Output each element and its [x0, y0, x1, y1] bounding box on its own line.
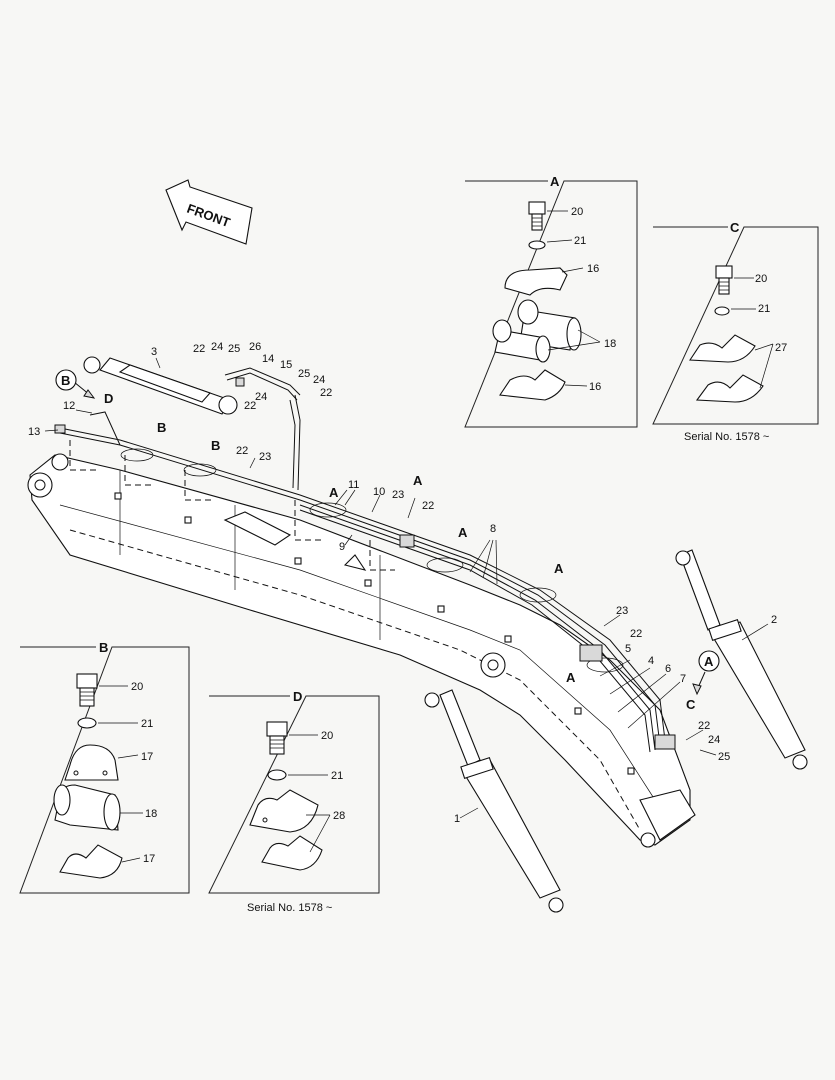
callout-22: 22 — [320, 387, 332, 399]
detail-b-callout-17: 17 — [143, 853, 155, 865]
callout-13: 13 — [28, 426, 40, 438]
detail-a-callout-20: 20 — [571, 206, 583, 218]
detail-d: D 20 21 28 Serial No. 1578 ~ — [208, 689, 380, 914]
detail-c-callout-21: 21 — [758, 303, 770, 315]
detail-d-serial-note: Serial No. 1578 ~ — [247, 902, 332, 914]
view-marker-a: A — [413, 473, 423, 488]
detail-a-callout-16: 16 — [587, 263, 599, 275]
callout-22: 22 — [236, 445, 248, 457]
view-marker-c: C — [686, 697, 696, 712]
detail-d-title: D — [293, 689, 302, 704]
callout-22: 22 — [698, 720, 710, 732]
callout-4: 4 — [648, 655, 654, 667]
detail-c-callout-20: 20 — [755, 273, 767, 285]
detail-d-callout-20: 20 — [321, 730, 333, 742]
callout-22: 22 — [193, 343, 205, 355]
callout-14: 14 — [262, 353, 274, 365]
callout-15: 15 — [280, 359, 292, 371]
detail-a-callout-16: 16 — [589, 381, 601, 393]
callout-22: 22 — [630, 628, 642, 640]
callout-25: 25 — [718, 751, 730, 763]
arm-cylinder — [83, 356, 238, 415]
detail-c-serial-note: Serial No. 1578 ~ — [684, 431, 769, 443]
callout-23: 23 — [259, 451, 271, 463]
view-marker-a-circle: A — [704, 654, 714, 669]
callout-11: 11 — [348, 479, 359, 491]
hydraulic-lines — [54, 394, 676, 753]
detail-a: A 20 21 16 18 16 — [464, 174, 638, 428]
callout-6: 6 — [665, 663, 671, 675]
detail-b-callout-21: 21 — [141, 718, 153, 730]
callout-24: 24 — [211, 341, 223, 353]
callout-7: 7 — [680, 673, 686, 685]
detail-a-callout-18: 18 — [604, 338, 616, 350]
view-marker-b: B — [211, 438, 220, 453]
view-marker-a: A — [566, 670, 576, 685]
callout-12: 12 — [63, 400, 75, 412]
detail-c-title: C — [730, 220, 740, 235]
tube-assembly — [224, 367, 301, 401]
detail-b: B 20 21 17 18 17 — [19, 640, 190, 894]
callout-23: 23 — [616, 605, 628, 617]
detail-b-callout-18: 18 — [145, 808, 157, 820]
view-marker-b-circle: B — [61, 373, 70, 388]
view-marker-b: B — [157, 420, 166, 435]
view-markers: B D B B A A A A A A C — [55, 369, 720, 712]
callout-24: 24 — [255, 391, 267, 403]
callout-26: 26 — [249, 341, 261, 353]
detail-c-callout-27: 27 — [775, 342, 787, 354]
view-marker-a: A — [554, 561, 564, 576]
callout-3: 3 — [151, 346, 157, 358]
callout-9: 9 — [339, 541, 345, 553]
detail-a-callout-21: 21 — [574, 235, 586, 247]
view-marker-a: A — [329, 485, 339, 500]
callout-25: 25 — [298, 368, 310, 380]
leader-lines — [44, 357, 769, 819]
view-marker-d: D — [104, 391, 113, 406]
detail-c: C 20 21 27 Serial No. 1578 ~ — [652, 220, 819, 443]
boom-cylinder-1 — [424, 689, 564, 913]
view-marker-a: A — [458, 525, 468, 540]
callout-24: 24 — [708, 734, 720, 746]
callout-2: 2 — [771, 614, 777, 626]
callout-10: 10 — [373, 486, 385, 498]
detail-b-title: B — [99, 640, 108, 655]
detail-a-title: A — [550, 174, 560, 189]
detail-d-callout-28: 28 — [333, 810, 345, 822]
callout-22: 22 — [422, 500, 434, 512]
callout-8: 8 — [490, 523, 496, 535]
callout-24: 24 — [313, 374, 325, 386]
boom-assembly — [27, 453, 696, 848]
detail-b-callout-20: 20 — [131, 681, 143, 693]
detail-b-callout-17: 17 — [141, 751, 153, 763]
detail-d-callout-21: 21 — [331, 770, 343, 782]
main-callouts: 3 22 24 25 26 14 15 25 24 22 24 22 12 13… — [28, 341, 777, 825]
boom-cylinder-2 — [675, 549, 808, 770]
front-direction-arrow: FRONT — [165, 179, 253, 245]
callout-22: 22 — [244, 400, 256, 412]
callout-25: 25 — [228, 343, 240, 355]
callout-5: 5 — [625, 643, 631, 655]
callout-23: 23 — [392, 489, 404, 501]
callout-1: 1 — [454, 813, 460, 825]
